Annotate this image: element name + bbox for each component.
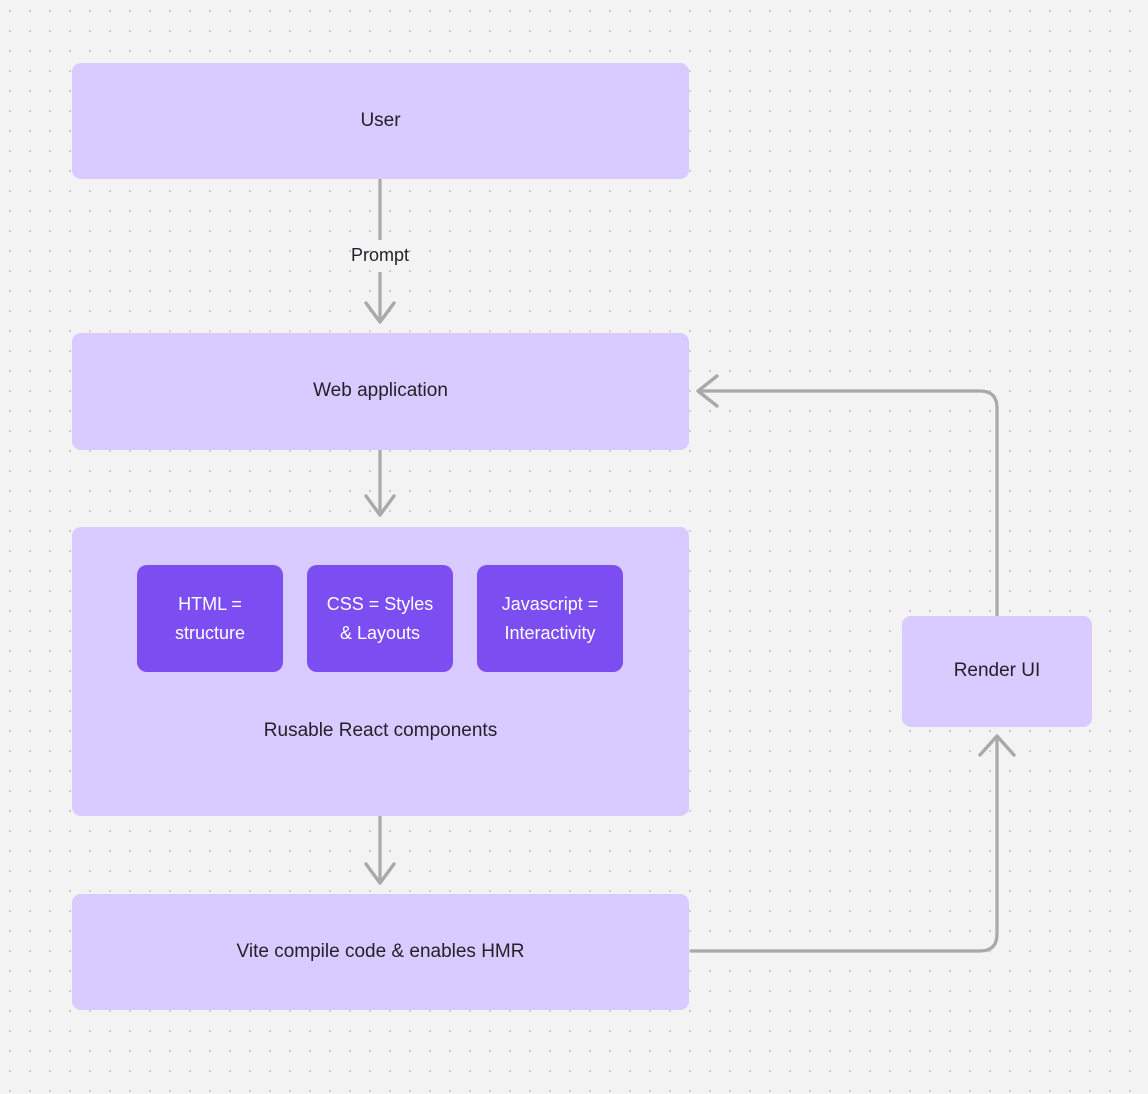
edge-segment — [690, 737, 999, 953]
node-user[interactable]: User — [72, 63, 689, 179]
node-javascript-label-line1: Javascript = — [501, 593, 599, 614]
node-components-group-label: Rusable React components — [263, 720, 498, 741]
node-javascript-label-line2: Interactivity — [504, 622, 596, 643]
node-web-application[interactable]: Web application — [72, 333, 689, 450]
edge-vite-to-render-ui — [690, 734, 1016, 953]
node-html-label-line1: HTML = — [178, 593, 242, 614]
edge-label-prompt: Prompt — [350, 245, 410, 265]
edge-segment — [700, 389, 999, 616]
node-javascript[interactable]: Javascript = Interactivity — [477, 565, 623, 672]
edge-web-application-to-components — [364, 450, 396, 517]
node-css[interactable]: CSS = Styles & Layouts — [307, 565, 453, 672]
arrowhead-left-icon — [696, 374, 719, 408]
node-web-application-label: Web application — [313, 380, 448, 402]
node-vite[interactable]: Vite compile code & enables HMR — [72, 894, 689, 1010]
node-css-label-line2: & Layouts — [339, 622, 421, 643]
node-css-label-line1: CSS = Styles — [326, 593, 434, 614]
node-user-label: User — [360, 109, 401, 131]
node-render-ui[interactable]: Render UI — [902, 616, 1092, 727]
node-render-ui-label: Render UI — [953, 660, 1041, 682]
arrowhead-up-icon — [978, 734, 1016, 757]
node-components-group[interactable]: HTML = structure CSS = Styles & Layouts … — [72, 527, 689, 816]
arrowhead-down-icon — [364, 494, 396, 517]
node-html[interactable]: HTML = structure — [137, 565, 283, 672]
edge-components-to-vite — [364, 816, 396, 885]
arrowhead-down-icon — [364, 862, 396, 885]
node-html-label-line2: structure — [174, 622, 246, 643]
node-vite-label: Vite compile code & enables HMR — [236, 940, 525, 962]
edge-render-ui-to-web-application — [696, 374, 999, 616]
arrowhead-down-icon — [364, 301, 396, 324]
